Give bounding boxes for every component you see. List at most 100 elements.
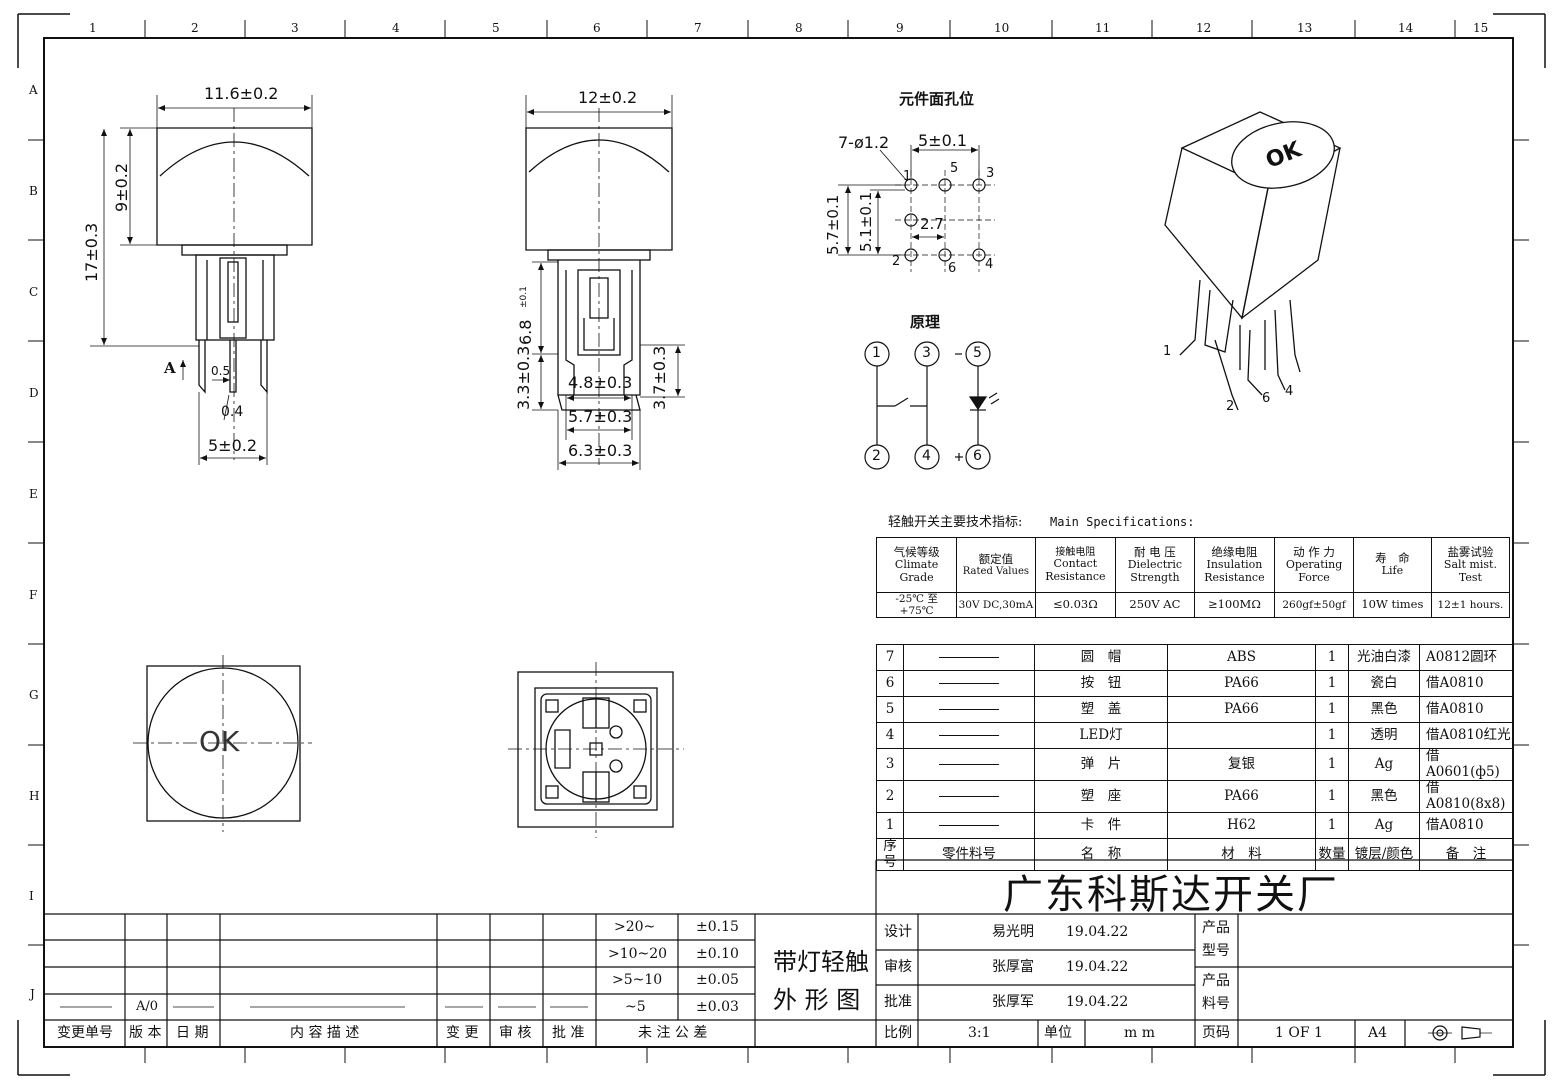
spec-value: -25℃ 至 +75℃ bbox=[875, 591, 958, 619]
dim-side-stroke: 6.8 bbox=[516, 319, 535, 345]
code-label: 产品 bbox=[1202, 973, 1230, 989]
revision-header: 变更单号 bbox=[57, 1025, 113, 1041]
col-label: 9 bbox=[896, 21, 904, 35]
col-label: 1 bbox=[89, 21, 97, 35]
principle-title: 原理 bbox=[910, 313, 941, 331]
tol-range: >20~ bbox=[614, 919, 656, 935]
page-label: 页码 bbox=[1202, 1025, 1230, 1041]
designer-name: 易光明 bbox=[992, 924, 1034, 940]
dim-front-pin-spacing: 5±0.2 bbox=[208, 436, 258, 455]
dim-front-width: 11.6±0.2 bbox=[204, 84, 279, 103]
hole-label: 1 bbox=[903, 169, 912, 184]
tol-range: ~5 bbox=[625, 999, 646, 1015]
dim-side-d2: 5.7±0.3 bbox=[568, 407, 633, 426]
view-marker-a: A bbox=[164, 359, 176, 377]
pin-label: 5 bbox=[973, 345, 982, 361]
approve-date: 19.04.22 bbox=[1066, 994, 1129, 1010]
spec-value: ≥100MΩ bbox=[1193, 591, 1276, 619]
dim-side-right: 3.7±0.3 bbox=[650, 345, 669, 410]
hole-layout-title: 元件面孔位 bbox=[899, 90, 975, 108]
hole-label: 3 bbox=[986, 166, 995, 181]
row-label: A bbox=[29, 83, 38, 97]
spec-value: 250V AC bbox=[1115, 591, 1195, 619]
unit-value: m m bbox=[1124, 1025, 1156, 1041]
col-label: 14 bbox=[1398, 21, 1414, 35]
hole-height2-dim: 5.1±0.1 bbox=[857, 191, 875, 252]
col-label: 12 bbox=[1196, 21, 1212, 35]
col-label: 5 bbox=[492, 21, 500, 35]
tol-range: >5~10 bbox=[612, 972, 663, 988]
pin-label: 3 bbox=[922, 345, 931, 361]
front-view bbox=[90, 95, 313, 465]
tol-label: 未 注 公 差 bbox=[638, 1025, 708, 1041]
pin-label: 2 bbox=[872, 448, 881, 464]
reviewer-name: 张厚富 bbox=[992, 959, 1034, 975]
col-label: 3 bbox=[291, 21, 299, 35]
spec-value: 30V DC,30mA bbox=[956, 591, 1036, 619]
hole-label: 6 bbox=[948, 261, 957, 276]
top-view bbox=[133, 655, 312, 832]
drawing-name-line1: 带灯轻触 bbox=[773, 948, 869, 976]
paper-size: A4 bbox=[1368, 1025, 1388, 1041]
pin-label: 1 bbox=[872, 345, 881, 361]
revision-header: 版 本 bbox=[129, 1025, 162, 1041]
tol-value: ±0.15 bbox=[696, 919, 739, 935]
col-label: 10 bbox=[994, 21, 1010, 35]
company-name: 广东科斯达开关厂 bbox=[1003, 872, 1339, 918]
parts-header-row: 序号零件料号名 称材 料数量镀层/颜色备 注 bbox=[876, 838, 1513, 872]
tol-value: ±0.05 bbox=[696, 972, 739, 988]
spec-value: ≤0.03Ω bbox=[1034, 591, 1117, 619]
row-label: D bbox=[29, 386, 39, 400]
iso-pin-label: 4 bbox=[1285, 384, 1294, 399]
row-label: E bbox=[29, 487, 38, 501]
model-label: 产品 bbox=[1202, 920, 1230, 936]
model-label: 型号 bbox=[1202, 943, 1230, 959]
hole-count-dim: 7-ø1.2 bbox=[838, 133, 890, 152]
hole-label: 5 bbox=[950, 161, 959, 176]
unit-label: 单位 bbox=[1044, 1025, 1072, 1041]
dim-side-width: 12±0.2 bbox=[578, 88, 638, 107]
dim-side-stroke-tol: ±0.1 bbox=[519, 286, 529, 308]
approve-label: 批准 bbox=[884, 994, 912, 1010]
row-label: H bbox=[29, 789, 40, 803]
design-date: 19.04.22 bbox=[1066, 924, 1129, 940]
dim-front-total-height: 17±0.3 bbox=[82, 222, 101, 282]
hole-offset-dim: 2.7 bbox=[920, 215, 944, 233]
col-label: 15 bbox=[1473, 21, 1489, 35]
row-label: C bbox=[29, 285, 39, 299]
scale-label: 比例 bbox=[884, 1025, 912, 1041]
revision-header: 审 核 bbox=[499, 1025, 532, 1041]
hole-pitch-dim: 5±0.1 bbox=[918, 131, 968, 150]
pin-label: 6 bbox=[973, 448, 982, 464]
approver-name: 张厚军 bbox=[992, 994, 1034, 1010]
revision-header: 日 期 bbox=[176, 1025, 209, 1041]
tol-value: ±0.10 bbox=[696, 946, 739, 962]
iso-pin-label: 2 bbox=[1226, 399, 1235, 414]
iso-pin-label: 6 bbox=[1262, 391, 1271, 406]
col-label: 6 bbox=[593, 21, 601, 35]
col-label: 4 bbox=[392, 21, 400, 35]
col-label: 8 bbox=[795, 21, 803, 35]
iso-pin-label: 1 bbox=[1163, 344, 1172, 359]
pin-label: 4 bbox=[922, 448, 931, 464]
hole-height1-dim: 5.7±0.1 bbox=[824, 194, 842, 255]
dim-side-d3: 6.3±0.3 bbox=[568, 441, 633, 460]
dim-side-base: 3.3±0.3 bbox=[514, 345, 533, 410]
dim-front-cap-height: 9±0.2 bbox=[112, 162, 131, 212]
dim-front-pin-width: 0.5 bbox=[211, 364, 231, 378]
